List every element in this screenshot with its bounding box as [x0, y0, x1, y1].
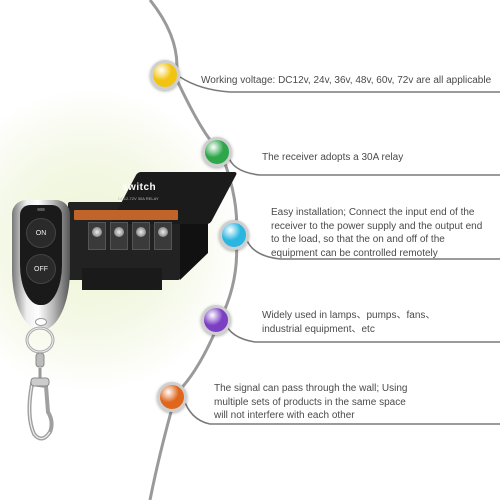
relay-terminal-strip	[74, 210, 178, 220]
remote-off-button: OFF	[26, 254, 56, 284]
yellow-dot-icon	[150, 60, 180, 90]
connector-line-3	[245, 237, 500, 260]
feature-text-voltage: Working voltage: DC12v, 24v, 36v, 48v, 6…	[201, 75, 492, 86]
feature-text-usage: Widely used in lamps、pumps、fans、industri…	[262, 310, 436, 335]
remote-control: ON OFF	[12, 200, 70, 330]
screw-icon	[136, 227, 146, 237]
receiver-label: switch	[122, 182, 157, 193]
orange-dot-icon	[157, 382, 187, 412]
receiver-small-print: DC12-72V 30A RELAY	[118, 196, 159, 201]
keyring-clasp-icon	[25, 326, 55, 441]
feature-text-relay: The receiver adopts a 30A relay	[262, 152, 404, 163]
terminal-3	[132, 222, 150, 250]
remote-on-button: ON	[26, 218, 56, 248]
cyan-dot-icon	[219, 220, 249, 250]
screw-icon	[158, 227, 168, 237]
screw-icon	[92, 227, 102, 237]
terminal-1	[88, 222, 106, 250]
receiver-mount-foot	[82, 268, 162, 290]
purple-dot-icon	[201, 305, 231, 335]
connector-line-1	[179, 76, 500, 93]
screw-icon	[114, 227, 124, 237]
receiver-module: switch DC12-72V 30A RELAY	[60, 172, 238, 290]
feature-text-signal: The signal can pass through the wall; Us…	[214, 383, 408, 421]
green-dot-icon	[202, 137, 232, 167]
terminal-4	[154, 222, 172, 250]
remote-led-icon	[37, 208, 45, 211]
keyring-hole	[35, 318, 47, 326]
terminal-2	[110, 222, 128, 250]
feature-text-installation: Easy installation; Connect the input end…	[271, 207, 483, 259]
